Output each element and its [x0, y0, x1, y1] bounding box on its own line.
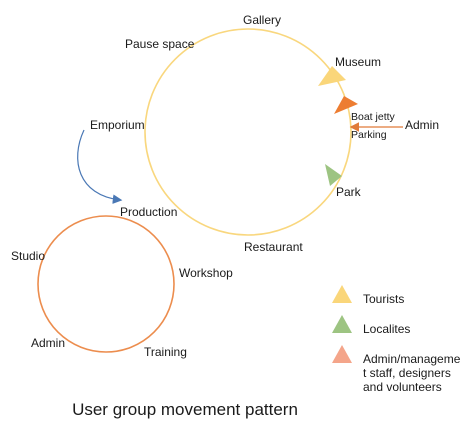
label-emporium: Emporium	[90, 118, 145, 132]
legend-label-tourists: Tourists	[363, 292, 405, 306]
legend-localites-marker	[332, 315, 352, 333]
emporium-production-arrow	[77, 129, 123, 204]
label-boat-jetty: Boat jetty	[351, 111, 395, 123]
workshop-circulation-circle	[37, 215, 175, 353]
legend-label-localites: Localites	[363, 322, 411, 336]
label-training: Training	[144, 345, 187, 359]
admin-marker-boat-jetty	[334, 96, 358, 114]
localites-marker-park	[325, 164, 342, 186]
label-pause-space: Pause space	[125, 37, 195, 51]
label-admin-right: Admin	[405, 118, 440, 132]
label-restaurant: Restaurant	[244, 240, 303, 254]
label-parking: Parking	[351, 129, 387, 141]
label-park: Park	[336, 185, 361, 199]
label-gallery: Gallery	[243, 13, 282, 27]
tourists-marker-museum	[318, 66, 346, 86]
label-museum: Museum	[335, 55, 382, 69]
main-circulation-circle	[144, 28, 352, 236]
diagram-caption: User group movement pattern	[72, 400, 298, 419]
label-admin-left: Admin	[31, 336, 66, 350]
label-production: Production	[120, 205, 178, 219]
legend-admin-marker	[332, 345, 352, 363]
legend-label-admin: Admin/manageme t staff, designers and vo…	[363, 352, 461, 394]
label-studio: Studio	[11, 249, 46, 263]
legend-tourists-marker	[332, 285, 352, 303]
label-workshop: Workshop	[179, 266, 233, 280]
